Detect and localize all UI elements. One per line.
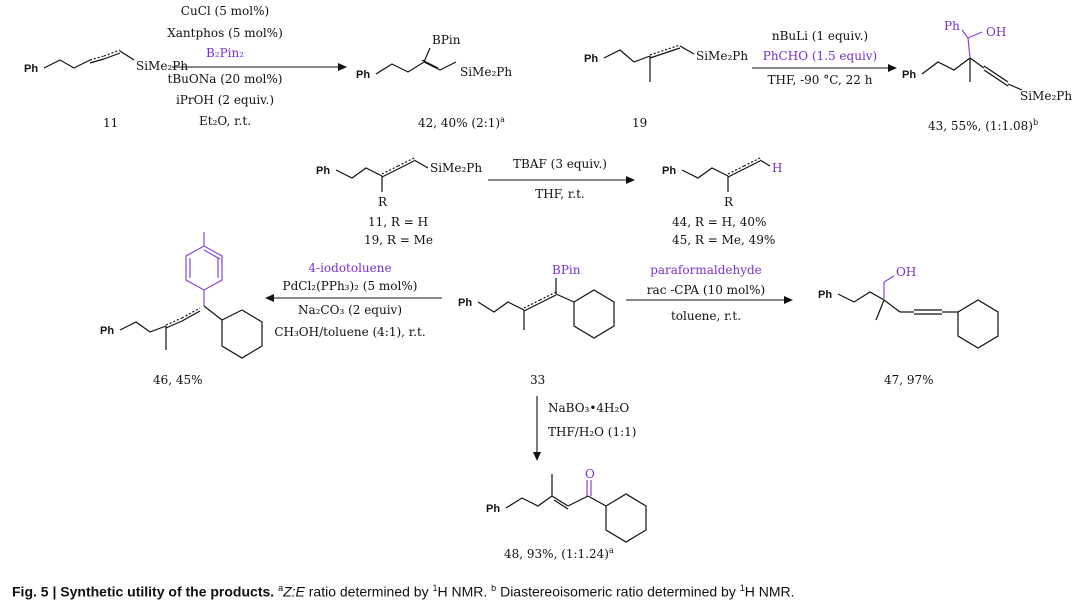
figure-caption: Fig. 5 | Synthetic utility of the produc… xyxy=(12,583,1072,600)
caption-title: Synthetic utility of the products. xyxy=(60,583,275,600)
reagent-line: CuCl (5 mol%) xyxy=(181,4,269,18)
reagent-line: tBuONa (20 mol%) xyxy=(168,72,283,86)
reagent-line: toluene, r.t. xyxy=(671,309,741,323)
compound-43: Ph Ph OH SiMe₂Ph xyxy=(902,19,1072,103)
reaction-scheme: Ph SiMe₂Ph 11 CuCl (5 mol%) Xantphos (5 … xyxy=(24,4,1072,561)
silyl-label: SiMe₂Ph xyxy=(460,65,512,79)
caption-label: Fig. 5 | xyxy=(12,583,57,600)
compound-42: Ph BPin SiMe₂Ph xyxy=(356,33,512,81)
phenyl-label: Ph xyxy=(316,165,330,177)
compound-number-11: 11 xyxy=(103,116,118,130)
reagent-line: PhCHO (1.5 equiv) xyxy=(763,49,878,63)
r-group-label: R xyxy=(378,195,388,209)
reagent-line: Xantphos (5 mol%) xyxy=(167,26,283,40)
footnote-marker-b: b xyxy=(491,583,497,593)
phenyl-label: Ph xyxy=(584,53,598,65)
compound-number-19: 19, R = Me xyxy=(364,233,433,247)
footnote-marker-a: a xyxy=(278,583,284,593)
compound-number-11: 11, R = H xyxy=(368,215,428,229)
oxygen-label: O xyxy=(585,467,595,481)
compound-47: Ph OH xyxy=(818,265,999,349)
reaction1-conditions: CuCl (5 mol%) Xantphos (5 mol%) B₂Pin₂ t… xyxy=(167,4,283,128)
reagent-line: rac -CPA (10 mol%) xyxy=(647,283,765,297)
r-group-label: R xyxy=(724,195,734,209)
phenyl-label: Ph xyxy=(486,503,500,515)
compound-number-45: 45, R = Me, 49% xyxy=(672,233,775,247)
phenyl-label: Ph xyxy=(944,19,960,33)
compound-number-47: 47, 97% xyxy=(884,373,934,387)
hydroxyl-label: OH xyxy=(896,265,916,279)
compound-number-19: 19 xyxy=(632,116,647,130)
compound-number-48: 48, 93%, (1:1.24)a xyxy=(504,546,614,561)
reaction4-arrow xyxy=(265,294,442,302)
reagent-line: CH₃OH/toluene (4:1), r.t. xyxy=(274,325,425,339)
reagent-line: Et₂O, r.t. xyxy=(199,114,251,128)
reagent-line: TBAF (3 equiv.) xyxy=(513,157,607,171)
caption-text: ratio determined by xyxy=(304,583,433,600)
reagent-line: THF, r.t. xyxy=(535,187,584,201)
reagent-line: paraformaldehyde xyxy=(650,263,762,277)
phenyl-label: Ph xyxy=(818,289,832,301)
reaction2-arrow xyxy=(752,64,897,72)
silyl-label: SiMe₂Ph xyxy=(430,161,482,175)
phenyl-label: Ph xyxy=(458,297,472,309)
boron-pinacol-label: BPin xyxy=(552,263,581,277)
reagent-line: PdCl₂(PPh₃)₂ (5 mol%) xyxy=(283,279,418,293)
compound-19: Ph SiMe₂Ph xyxy=(584,44,748,82)
phenyl-label: Ph xyxy=(662,165,676,177)
caption-ratio: Z:E xyxy=(283,583,305,600)
compound-11: Ph SiMe₂Ph xyxy=(24,49,188,75)
caption-text: H NMR. xyxy=(437,583,488,600)
reagent-line: THF/H₂O (1:1) xyxy=(548,425,636,439)
hydrogen-label: H xyxy=(772,161,782,175)
reaction3-conditions: TBAF (3 equiv.) THF, r.t. xyxy=(513,157,607,201)
phenyl-label: Ph xyxy=(356,69,370,81)
compound-11-19-generic: Ph R SiMe₂Ph xyxy=(316,157,482,209)
reaction4-conditions: 4-iodotoluene PdCl₂(PPh₃)₂ (5 mol%) Na₂C… xyxy=(274,261,425,339)
reagent-line: Na₂CO₃ (2 equiv) xyxy=(298,303,402,317)
silyl-label: SiMe₂Ph xyxy=(696,49,748,63)
phenyl-label: Ph xyxy=(24,63,38,75)
reagent-line: nBuLi (1 equiv.) xyxy=(772,29,868,43)
reagent-line: B₂Pin₂ xyxy=(206,46,244,60)
compound-number-42: 42, 40% (2:1)a xyxy=(418,115,505,130)
reaction6-arrow xyxy=(533,396,541,461)
reaction2-conditions: nBuLi (1 equiv.) PhCHO (1.5 equiv) THF, … xyxy=(763,29,878,87)
reaction5-conditions: paraformaldehyde rac -CPA (10 mol%) tolu… xyxy=(647,263,765,323)
compound-number-44: 44, R = H, 40% xyxy=(672,215,766,229)
reagent-line: THF, -90 °C, 22 h xyxy=(768,73,873,87)
hydroxyl-label: OH xyxy=(986,25,1006,39)
reaction1-arrow xyxy=(172,63,347,71)
caption-text: Diastereoisomeric ratio determined by xyxy=(496,583,740,600)
caption-text: H NMR. xyxy=(744,583,795,600)
compound-48: Ph O xyxy=(486,467,647,543)
compound-33: Ph BPin xyxy=(458,263,615,339)
compound-number-33: 33 xyxy=(530,373,545,387)
reaction5-arrow xyxy=(626,296,793,304)
reagent-line: NaBO₃•4H₂O xyxy=(548,401,629,415)
compound-number-43: 43, 55%, (1:1.08)b xyxy=(928,118,1038,133)
phenyl-label: Ph xyxy=(902,69,916,81)
reagent-line: 4-iodotoluene xyxy=(308,261,391,275)
reaction6-conditions: NaBO₃•4H₂O THF/H₂O (1:1) xyxy=(548,401,636,439)
boron-pinacol-label: BPin xyxy=(432,33,461,47)
silyl-label: SiMe₂Ph xyxy=(1020,89,1072,103)
compound-number-46: 46, 45% xyxy=(153,373,203,387)
reaction3-arrow xyxy=(488,176,635,184)
silyl-label: SiMe₂Ph xyxy=(136,59,188,73)
compound-44-45: Ph R H xyxy=(662,157,782,209)
isotope-superscript: 1 xyxy=(432,583,438,593)
reagent-line: iPrOH (2 equiv.) xyxy=(176,93,274,107)
compound-46: Ph xyxy=(100,232,263,359)
isotope-superscript: 1 xyxy=(739,583,745,593)
phenyl-label: Ph xyxy=(100,325,114,337)
